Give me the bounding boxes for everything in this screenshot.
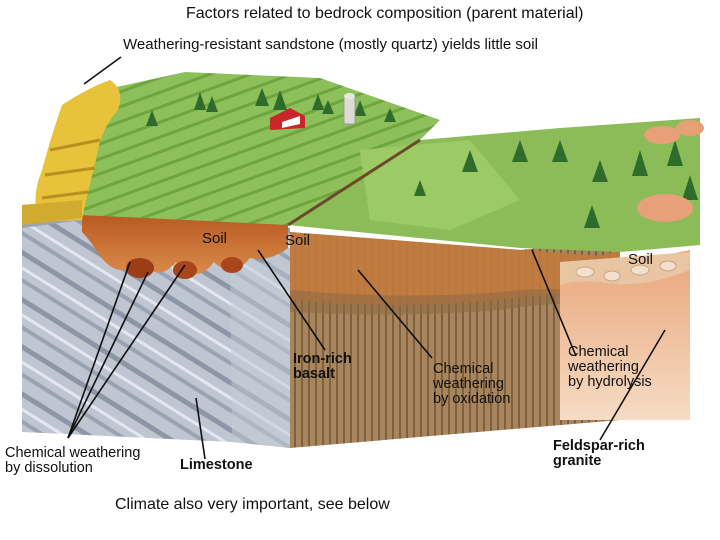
granite-block [560,250,690,420]
basalt-label: Iron-rich basalt [293,351,352,383]
sandstone-caption: Weathering-resistant sandstone (mostly q… [123,36,538,53]
basalt-block [290,232,620,448]
granite-outcrops [637,120,704,222]
oxidation-label-line2: weathering [433,376,504,393]
dissolution-label: Chemical weathering by dissolution [5,445,141,477]
basalt-label-line1: Iron-rich [293,351,352,367]
soil-layer-left [82,215,288,279]
limestone-label: Limestone [180,457,253,473]
hydrolysis-label: Chemical weathering by hydrolysis [568,344,652,391]
oxidation-label-line3: by oxidation [433,391,511,408]
farm-buildings [270,93,356,130]
granite-label-line1: Feldspar-rich [553,438,645,454]
pointer-lines [67,56,666,460]
diagram-title: Factors related to bedrock composition (… [186,5,584,22]
climate-note: Climate also very important, see below [115,496,390,513]
sandstone-cliff [22,80,121,225]
soil-label-middle: Soil [285,232,311,249]
dissolution-label-line1: Chemical weathering [5,445,141,461]
hydrolysis-label-line1: Chemical [568,344,629,360]
hydrolysis-label-line3: by hydrolysis [568,374,652,391]
hydrolysis-label-line2: weathering [568,359,639,376]
basalt-label-line2: basalt [293,366,335,383]
oxidation-label: Chemical weathering by oxidation [433,361,511,408]
trees [146,88,698,228]
soil-label-right: Soil [628,251,654,268]
soil-label-left: Soil [202,230,228,247]
granite-label-line2: granite [553,453,602,470]
granite-label: Feldspar-rich granite [553,438,645,470]
dissolution-label-line2: by dissolution [5,460,93,477]
oxidation-label-line1: Chemical [433,361,494,377]
